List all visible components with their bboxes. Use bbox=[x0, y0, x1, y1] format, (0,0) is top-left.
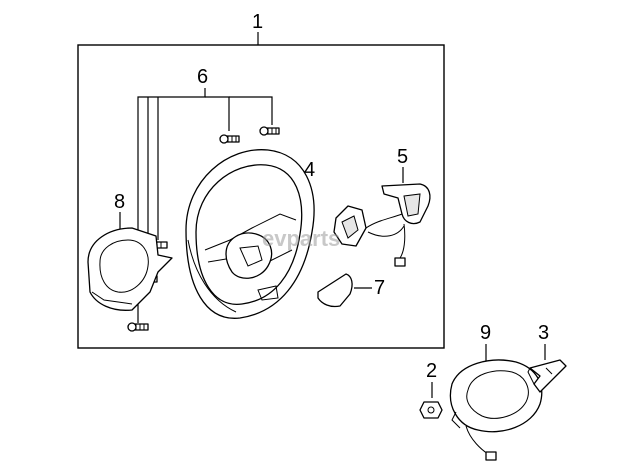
callout-5: 5 bbox=[397, 146, 408, 168]
callout-8: 8 bbox=[114, 191, 125, 213]
airbag-icon bbox=[449, 359, 543, 461]
callout-7: 7 bbox=[374, 277, 385, 299]
callout-6: 6 bbox=[197, 66, 208, 88]
nut-icon bbox=[419, 401, 443, 419]
trim-cover-icon bbox=[317, 273, 353, 308]
callout-9: 9 bbox=[480, 322, 491, 344]
assembly-frame bbox=[77, 44, 445, 349]
switch-assembly-icon bbox=[333, 183, 431, 267]
steering-wheel-cover-icon bbox=[87, 227, 173, 311]
screw-icon bbox=[219, 134, 240, 144]
screw-icon bbox=[259, 126, 280, 136]
callout-4: 4 bbox=[304, 159, 315, 181]
callout-1: 1 bbox=[252, 11, 263, 33]
bracket-icon bbox=[527, 359, 567, 393]
steering-wheel-icon bbox=[185, 149, 315, 319]
watermark: evparts bbox=[262, 226, 340, 251]
callout-3: 3 bbox=[538, 322, 549, 344]
callout-2: 2 bbox=[426, 360, 437, 382]
screw-icon bbox=[127, 322, 149, 332]
